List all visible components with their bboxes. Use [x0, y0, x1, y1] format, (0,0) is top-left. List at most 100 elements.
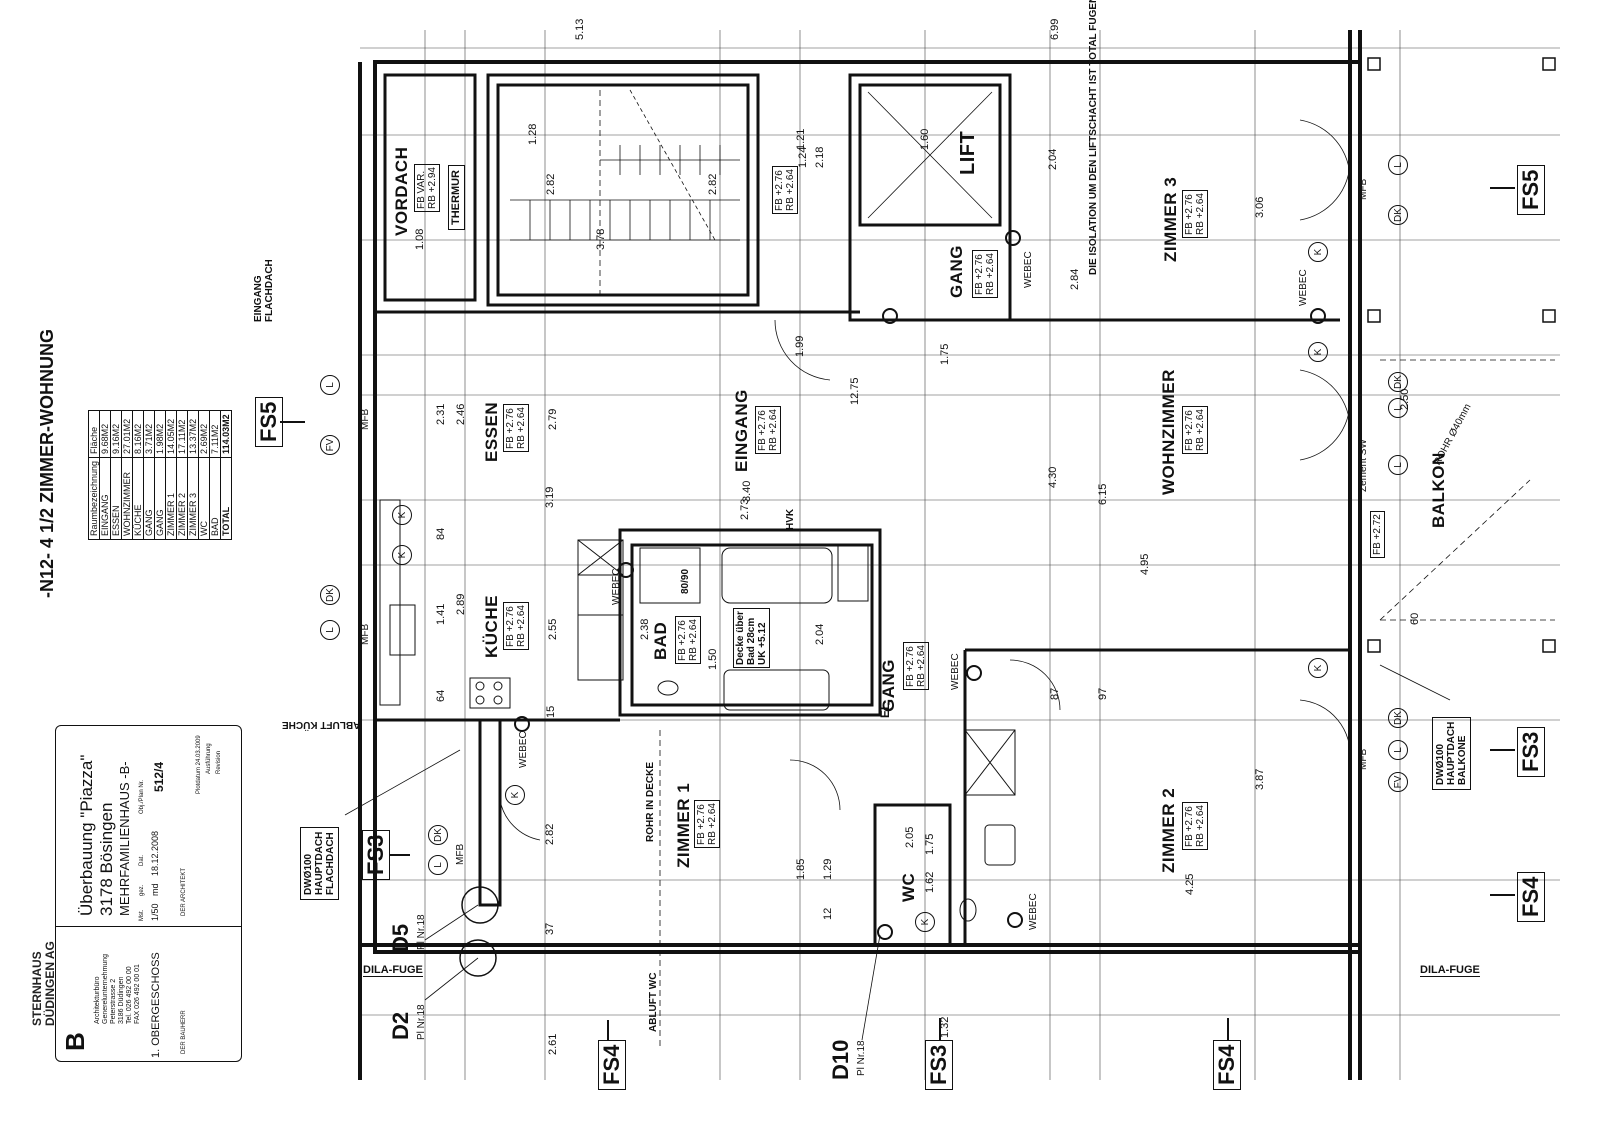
room-name: ZIMMER 2: [176, 457, 188, 540]
architect-label: DER ARCHITEKT: [181, 867, 187, 916]
room-area: 13.37M2: [187, 410, 199, 458]
area-header-room: Raumbezeichnung: [88, 457, 100, 540]
room-levels-stair: FB +2.76 RB +2.64: [772, 166, 798, 214]
symbol-l: L: [1388, 740, 1408, 760]
section-mark-fs3: FS3: [362, 829, 390, 880]
dimension-text: 60: [1409, 612, 1421, 625]
room-label-eingang: EINGANG: [732, 389, 751, 472]
dimension-text: 2.89: [455, 593, 467, 615]
detail-ref-d5: Pl Nr.18: [416, 914, 427, 950]
dimension-text: 3.06: [1254, 196, 1266, 218]
dimension-text: 1.24: [797, 146, 809, 168]
staircase: [510, 89, 740, 241]
section-mark-fs3: FS3: [1517, 726, 1545, 777]
project-name: Überbauung "Piazza": [77, 754, 96, 916]
dimension-text: 2.18: [814, 146, 826, 168]
company-name-line2: DÜDINGEN AG: [43, 941, 57, 1026]
room-name: BAD: [209, 457, 221, 540]
room-area: 1.98M2: [154, 410, 166, 458]
room-area: 17.11M2: [176, 410, 188, 458]
dimension-text: 1.75: [939, 343, 951, 365]
room-label-lift: LIFT: [957, 130, 979, 175]
room-label-wc: WC: [899, 872, 918, 902]
company-logo-letter: B: [60, 1032, 90, 1051]
symbol-l: L: [1388, 155, 1408, 175]
rohr-in-decke-label: ROHR IN DECKE: [645, 761, 656, 842]
room-label-zimmer1: ZIMMER 1: [674, 782, 693, 868]
dimension-text: 12: [822, 907, 834, 920]
company-address: Architekturbüro Generelunternehmung Pete…: [94, 953, 141, 1024]
webec-label: WEBEC: [950, 653, 961, 690]
dimension-text: 1.85: [795, 858, 807, 880]
section-mark-fs4: FS4: [598, 1039, 626, 1090]
room-name: EINGANG: [99, 457, 111, 540]
balcony-posts: [1367, 57, 1556, 653]
dimension-text: 4.30: [1047, 466, 1059, 488]
eingang-flachdach-label: EINGANG FLACHDACH: [253, 259, 275, 322]
symbol-k: K: [915, 912, 935, 932]
dimension-text: 1.32: [939, 1016, 951, 1038]
room-area: 27.01M2: [121, 410, 133, 458]
detail-ref-d2: Pl Nr.18: [416, 1004, 427, 1040]
section-ticks: [280, 187, 1515, 1040]
room-label-gang-upper: GANG: [947, 245, 966, 298]
title-block-divider: [56, 926, 241, 927]
room-area: 9.68M2: [99, 410, 111, 458]
dila-fuge-label: DILA-FUGE: [1420, 964, 1480, 977]
columns: [459, 230, 1326, 977]
section-mark-fs3: FS3: [925, 1039, 953, 1090]
room-levels-wohnzimmer: FB +2.76 RB +2.64: [1182, 406, 1208, 454]
dimension-text: 3.40: [741, 480, 753, 502]
room-name: ESSEN: [110, 457, 122, 540]
section-mark-fs4: FS4: [1213, 1039, 1241, 1090]
company-name-line1: STERNHAUS: [30, 951, 44, 1026]
dimension-text: 1.29: [822, 858, 834, 880]
section-mark-fs4: FS4: [1517, 871, 1545, 922]
symbol-dk: DK: [1388, 205, 1408, 225]
mfb-label: MFB: [1358, 748, 1369, 770]
dimension-text: 1.28: [527, 123, 539, 145]
dimension-text: 6.15: [1097, 483, 1109, 505]
symbol-l: L: [1388, 455, 1408, 475]
detail-callout-d10: D10: [828, 1039, 853, 1080]
hvk-label: HVK: [785, 508, 796, 530]
lift-isolation-note: DIE ISOLATION UM DEN LIFTSCHACHT IST TOT…: [1088, 0, 1099, 275]
plan-title: -N12- 4 1/2 ZIMMER-WOHNUNG: [37, 328, 57, 598]
symbol-k: K: [1308, 342, 1328, 362]
dimension-text: 3.19: [544, 486, 556, 508]
execution-label: Ausführung: [206, 743, 212, 774]
symbol-l: L: [428, 855, 448, 875]
dimension-text: 1.41: [435, 603, 447, 625]
dimension-text: 2.38: [639, 618, 651, 640]
room-levels-zimmer1: FB +2.76 RB +2.64: [694, 800, 720, 848]
room-area: 114.03M2: [220, 410, 232, 458]
owner-label: DER BAUHERR: [181, 1010, 187, 1054]
dimension-text: 5.13: [574, 18, 586, 40]
room-label-bad: BAD: [651, 621, 670, 660]
room-name: WOHNZIMMER: [121, 457, 133, 540]
room-levels-kueche: FB +2.76 RB +2.64: [503, 602, 529, 650]
zement-sw-label: Zement SW: [1358, 439, 1369, 492]
symbol-l: L: [320, 375, 340, 395]
plan-number-label: Obj./Plan Nr.: [139, 779, 145, 814]
mfb-label: MFB: [455, 843, 466, 865]
scale-value: 1/50: [150, 903, 160, 921]
symbol-dk: DK: [1388, 708, 1408, 728]
room-label-zimmer3: ZIMMER 3: [1161, 176, 1180, 262]
el-label: EL: [878, 702, 892, 718]
symbol-dk: DK: [320, 585, 340, 605]
mfb-label: MFB: [360, 623, 371, 645]
dimension-text: 3.87: [1254, 768, 1266, 790]
dimension-text: 97: [1097, 687, 1109, 700]
drawn-by: md: [150, 883, 160, 896]
room-levels-balkon: FB +2.72: [1370, 511, 1385, 558]
room-label-kueche: KÜCHE: [482, 595, 501, 658]
dimension-text: 2.05: [904, 826, 916, 848]
